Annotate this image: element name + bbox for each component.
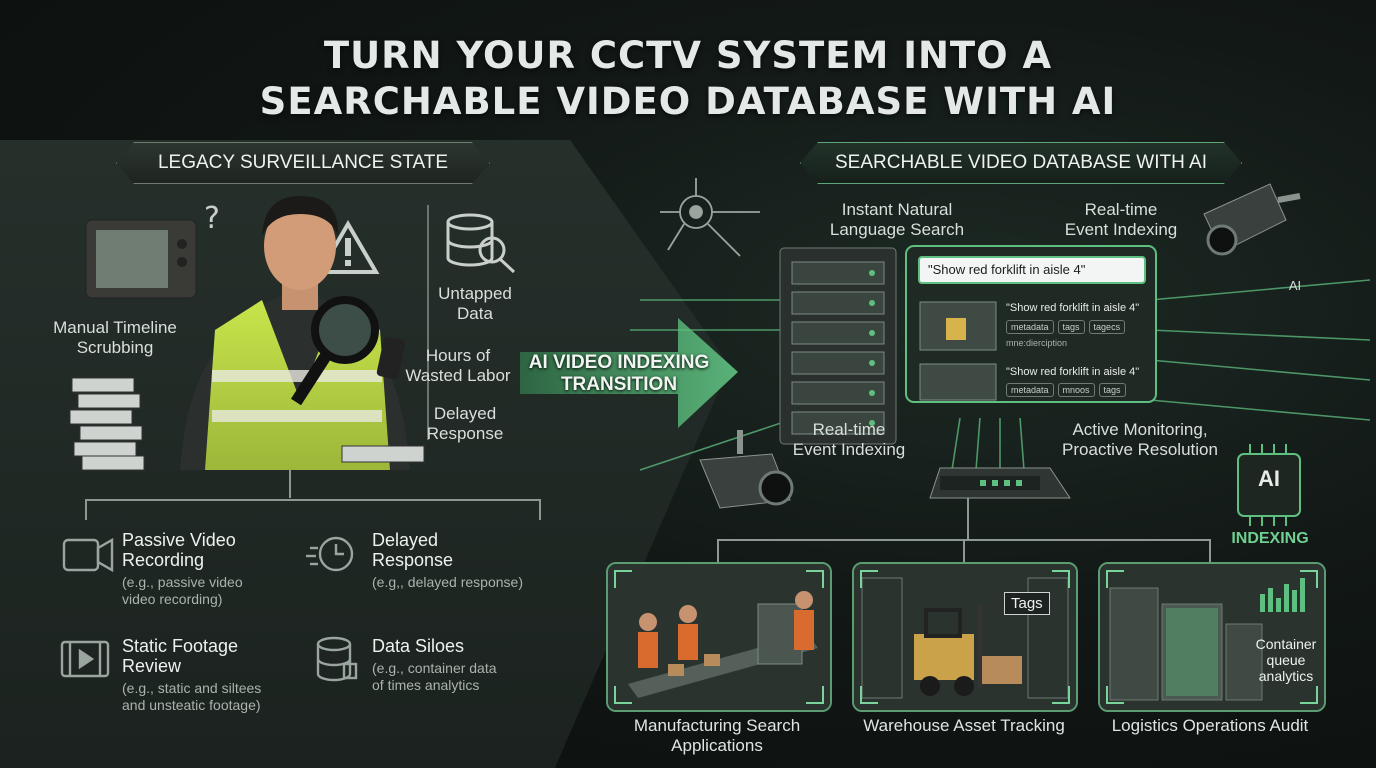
database-icon xyxy=(316,636,358,682)
result-text: "Show red forklift in aisle 4" xyxy=(1006,302,1140,314)
server-rack-icon xyxy=(779,247,897,445)
container-overlay: Container queue analytics xyxy=(1255,636,1317,684)
caption-warehouse: Warehouse Asset Tracking xyxy=(863,716,1065,735)
worker-figure xyxy=(180,196,410,470)
feature-title-static: Static Footage Review xyxy=(122,636,239,676)
ai-database-banner: SEARCHABLE VIDEO DATABASE WITH AI xyxy=(800,142,1242,184)
tags-overlay: Tags xyxy=(1004,592,1050,615)
chip-label: AI xyxy=(1258,466,1280,491)
security-camera-icon-top xyxy=(1203,183,1301,256)
legacy-banner: LEGACY SURVEILLANCE STATE xyxy=(116,142,490,184)
app-card-manufacturing[interactable] xyxy=(606,562,832,712)
security-camera-icon-left xyxy=(699,430,794,509)
search-query-text: "Show red forklift in aisle 4" xyxy=(928,262,1086,277)
result-tag: metadata xyxy=(1006,320,1054,334)
database-search-icon xyxy=(446,213,516,274)
label-instant-search: Instant Natural Language Search xyxy=(829,200,965,239)
forklift-illustration xyxy=(854,564,1076,710)
label-hours-wasted: Hours of Wasted Labor xyxy=(405,346,511,385)
label-active-monitoring: Active Monitoring, Proactive Resolution xyxy=(1062,420,1218,459)
app-card-logistics[interactable]: Container queue analytics xyxy=(1098,562,1326,712)
result-tag: metadata xyxy=(1006,383,1054,397)
page-title-line1: TURN YOUR CCTV SYSTEM INTO A xyxy=(323,34,1053,77)
clock-icon xyxy=(306,536,354,572)
feature-sub-static: (e.g., static and siltees and unsteatic … xyxy=(122,680,262,713)
label-realtime-top: Real-time Event Indexing xyxy=(1064,200,1178,239)
label-untapped-data: Untapped Data xyxy=(438,284,512,323)
feature-title-delayed: Delayed Response xyxy=(372,530,454,570)
feature-sub-delayed: (e.g,, delayed response) xyxy=(372,574,523,590)
search-input[interactable]: "Show red forklift in aisle 4" xyxy=(918,256,1146,284)
transition-arrow-icon xyxy=(520,318,738,428)
label-ai-small: AI xyxy=(1288,278,1302,293)
result-tag: tagecs xyxy=(1088,320,1126,334)
result-extra: mne:dierciption xyxy=(1006,338,1068,348)
caption-manufacturing: Manufacturing Search Applications xyxy=(633,716,801,755)
crt-tv-icon xyxy=(85,219,197,299)
app-card-warehouse[interactable]: Tags xyxy=(852,562,1078,712)
tape-stack-icon xyxy=(69,377,425,471)
question-mark-icon: ? xyxy=(204,201,220,236)
result-tag: tags xyxy=(1057,320,1085,334)
ai-chip-icon xyxy=(1237,444,1301,526)
feature-title-siloes: Data Siloes xyxy=(372,636,465,656)
feature-sub-siloes: (e.g., container data of times analytics xyxy=(372,660,497,693)
label-manual-timeline: Manual Timeline Scrubbing xyxy=(53,318,177,357)
network-hub-icon xyxy=(929,467,1071,499)
result-tag: mnoos xyxy=(1057,383,1095,397)
network-node-icon xyxy=(660,178,760,257)
label-delayed-response: Delayed Response xyxy=(426,404,504,443)
factory-illustration xyxy=(608,564,830,710)
feature-sub-passive: (e.g., passive video video recording) xyxy=(122,574,243,607)
result-tag: tags xyxy=(1098,383,1126,397)
containers-illustration xyxy=(1100,564,1324,710)
video-camera-icon xyxy=(62,537,114,573)
feature-title-passive: Passive Video Recording xyxy=(122,530,236,570)
page-title-line2: SEARCHABLE VIDEO DATABASE WITH AI xyxy=(259,80,1117,123)
label-indexing: INDEXING xyxy=(1231,530,1309,547)
search-result-2[interactable]: "Show red forklift in aisle 4" metadata … xyxy=(1006,366,1148,397)
transition-label: AI VIDEO INDEXING TRANSITION xyxy=(528,352,710,395)
result-text: "Show red forklift in aisle 4" xyxy=(1006,366,1140,378)
caption-logistics: Logistics Operations Audit xyxy=(1111,716,1309,735)
search-result-1[interactable]: "Show red forklift in aisle 4" metadata … xyxy=(1006,302,1148,348)
film-icon xyxy=(60,640,110,678)
search-screen-frame xyxy=(905,245,1157,403)
label-realtime-left: Real-time Event Indexing xyxy=(792,420,906,459)
